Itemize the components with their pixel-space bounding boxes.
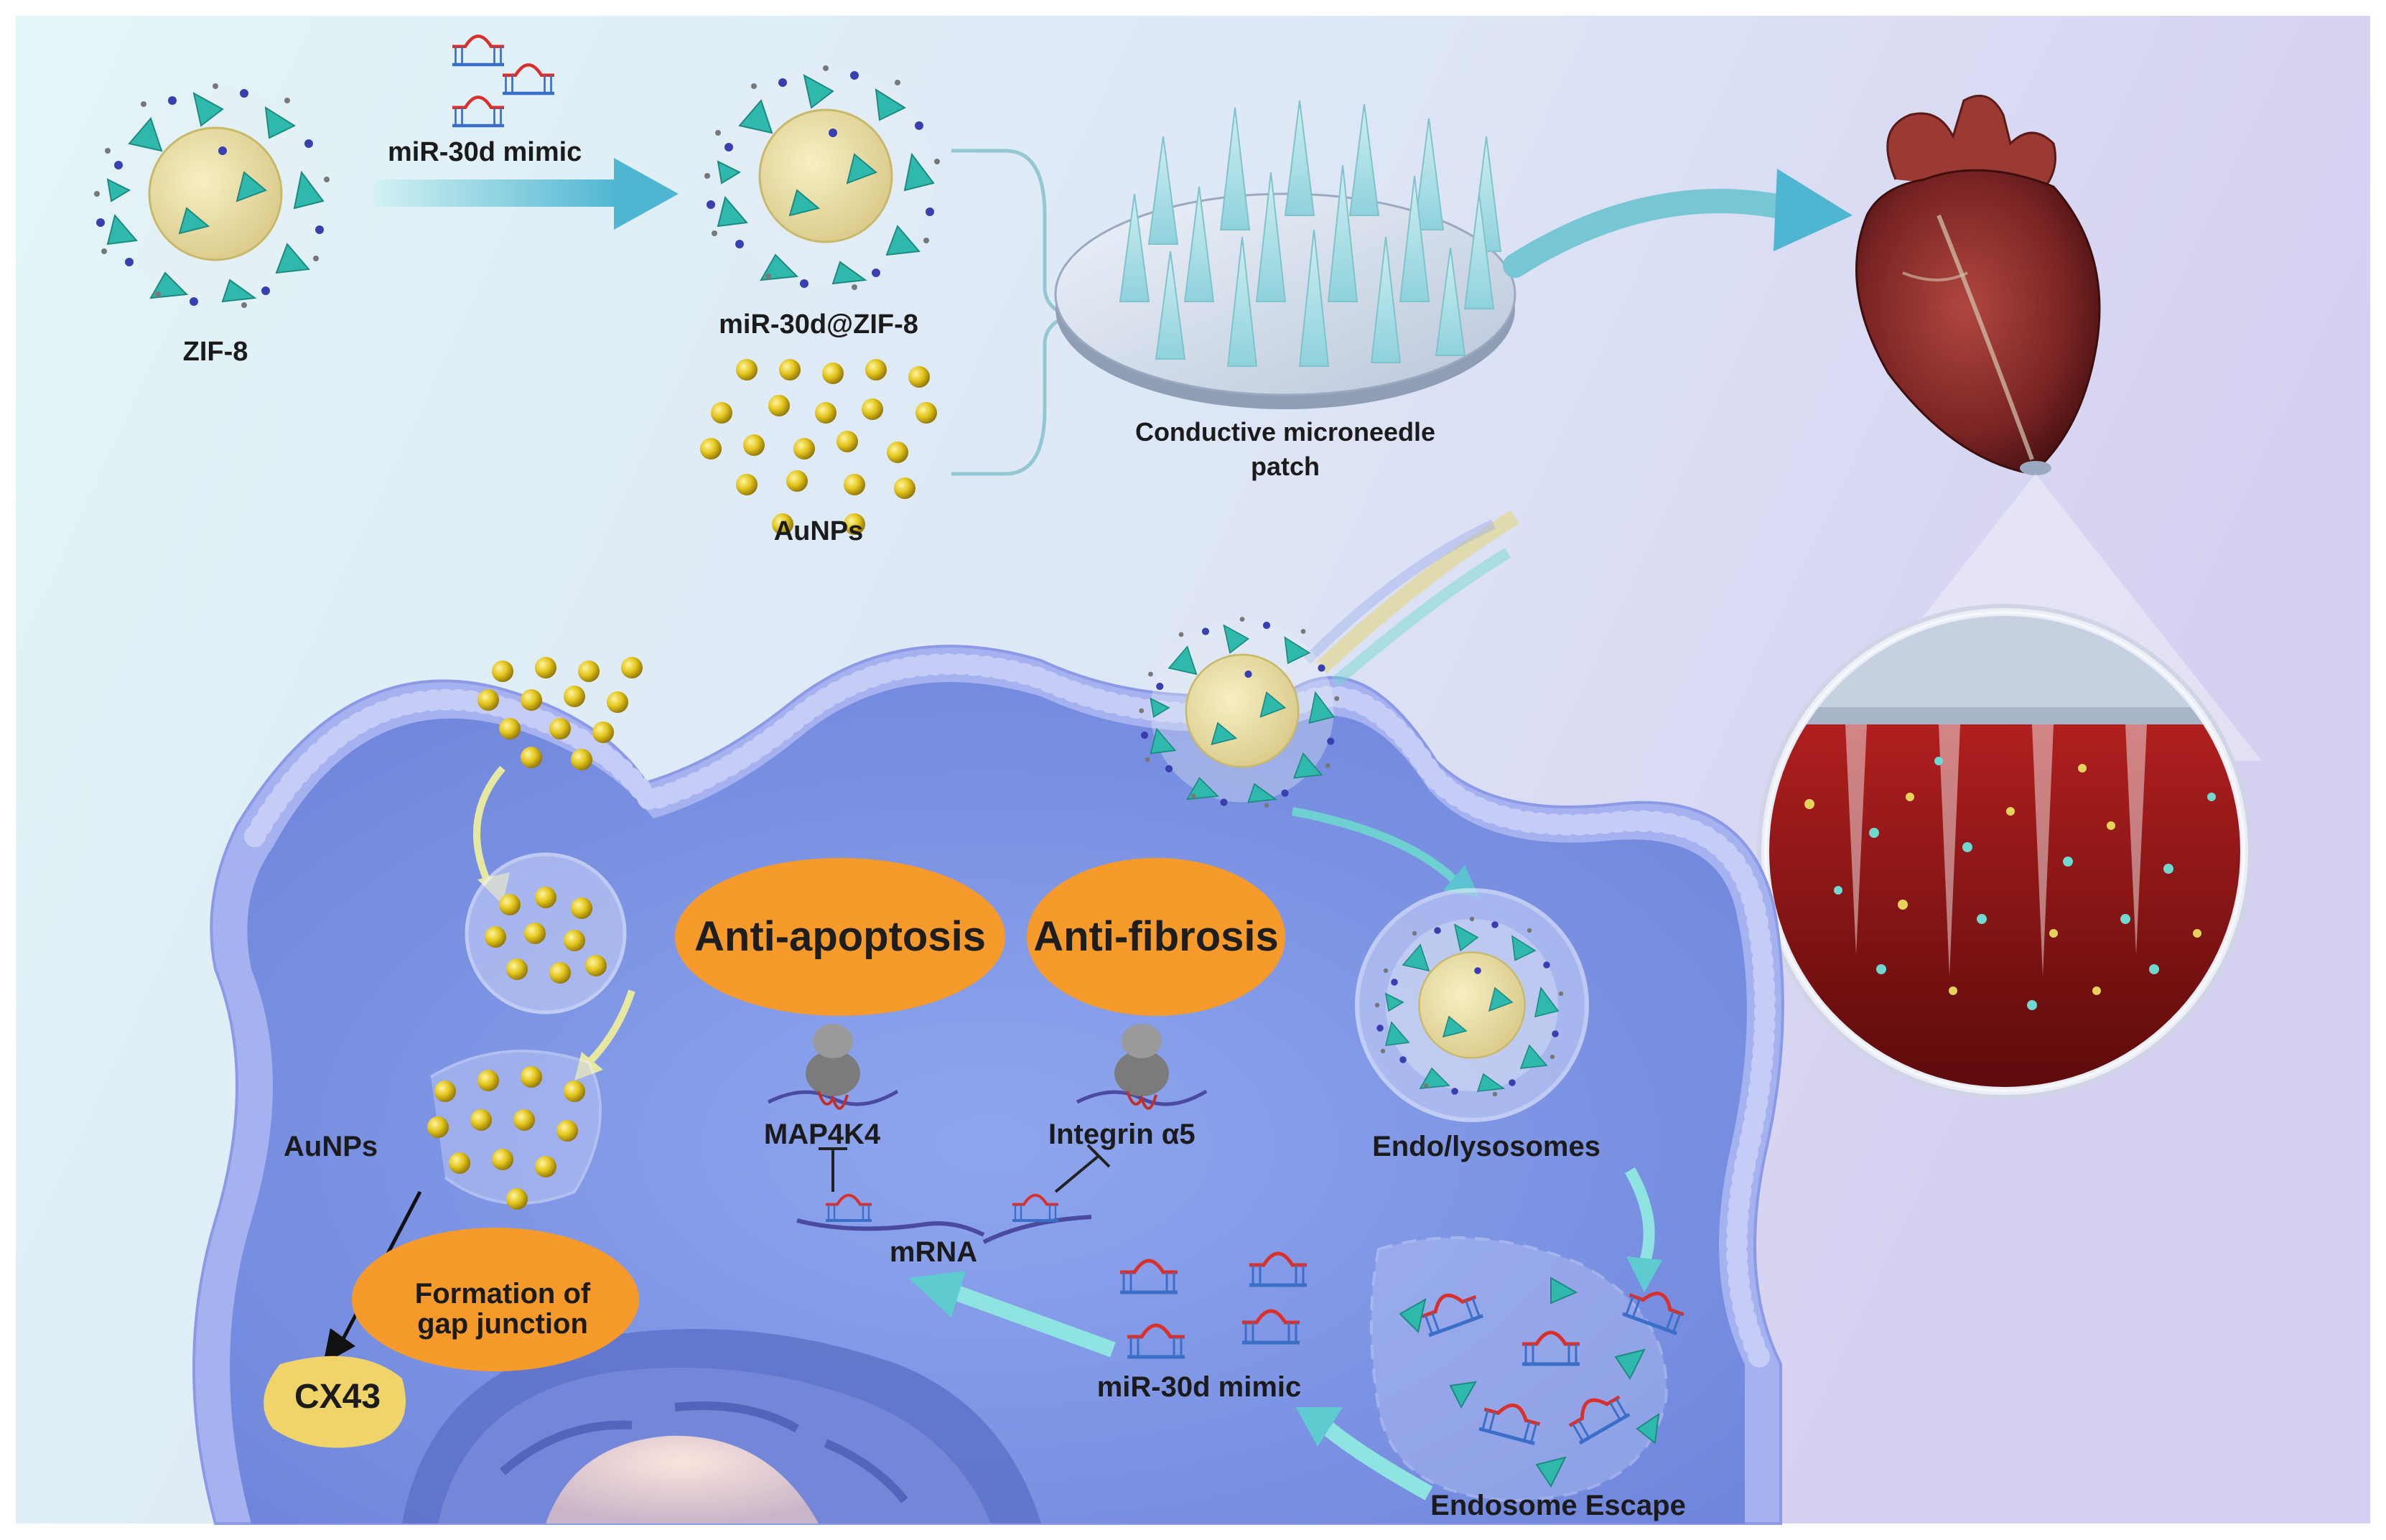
inhibition-integrin <box>1054 1144 1111 1193</box>
label-cx43: CX43 <box>294 1378 381 1416</box>
arrow-escape-to-mimic <box>1296 1407 1433 1501</box>
label-integrin: Integrin α5 <box>1048 1119 1196 1150</box>
endosome <box>1355 888 1589 1122</box>
incoming-nanoparticle <box>1138 510 1519 809</box>
arrow-loading <box>373 158 679 230</box>
label-map4k4: MAP4K4 <box>763 1119 881 1150</box>
label-anti-fibrosis: Anti-fibrosis <box>1033 913 1279 960</box>
label-patch-line1: Conductive microneedle <box>1134 417 1436 447</box>
label-mir-zif8: miR-30d@ZIF-8 <box>719 309 918 340</box>
escape-cluster <box>1370 1236 1687 1503</box>
label-escape: Endosome Escape <box>1430 1490 1686 1521</box>
label-endo: Endo/lysosomes <box>1372 1131 1600 1162</box>
aunp-vesicle <box>465 852 627 1014</box>
microneedle-patch <box>1054 100 1516 409</box>
arrow-to-endosome <box>1291 807 1461 887</box>
magnified-view <box>1757 604 2252 1099</box>
label-mrna: mRNA <box>889 1236 978 1268</box>
gap-junction-oval <box>352 1228 639 1371</box>
arrow-vesicle-release <box>586 989 635 1065</box>
label-mimic-cell: miR-30d mimic <box>1096 1371 1302 1403</box>
label-patch-line2: patch <box>1250 452 1320 481</box>
arrow-mimic-to-mrna <box>908 1271 1116 1358</box>
label-zif8: ZIF-8 <box>182 337 248 367</box>
label-gap-line1: Formation of <box>414 1278 591 1310</box>
label-mimic-top: miR-30d mimic <box>388 137 582 167</box>
arrow-endo-to-escape <box>1625 1167 1662 1292</box>
mrna-strands <box>796 1195 1092 1244</box>
label-aunps-cell: AuNPs <box>284 1131 378 1162</box>
anti-apoptosis-oval <box>675 858 1005 1016</box>
label-gap-line2: gap junction <box>417 1308 588 1340</box>
aunps-released <box>427 1050 602 1210</box>
arrow-to-heart <box>1503 169 1853 278</box>
anti-fibrosis-oval <box>1027 858 1285 1016</box>
heart-illustration <box>1855 94 2101 475</box>
nucleus-region <box>402 1329 1041 1523</box>
cx43-shape <box>264 1355 406 1448</box>
arrow-aunp-entry <box>473 765 505 885</box>
inhibition-map4k4 <box>819 1147 847 1192</box>
label-anti-apoptosis: Anti-apoptosis <box>694 913 986 960</box>
label-aunps-top: AuNPs <box>773 516 864 546</box>
